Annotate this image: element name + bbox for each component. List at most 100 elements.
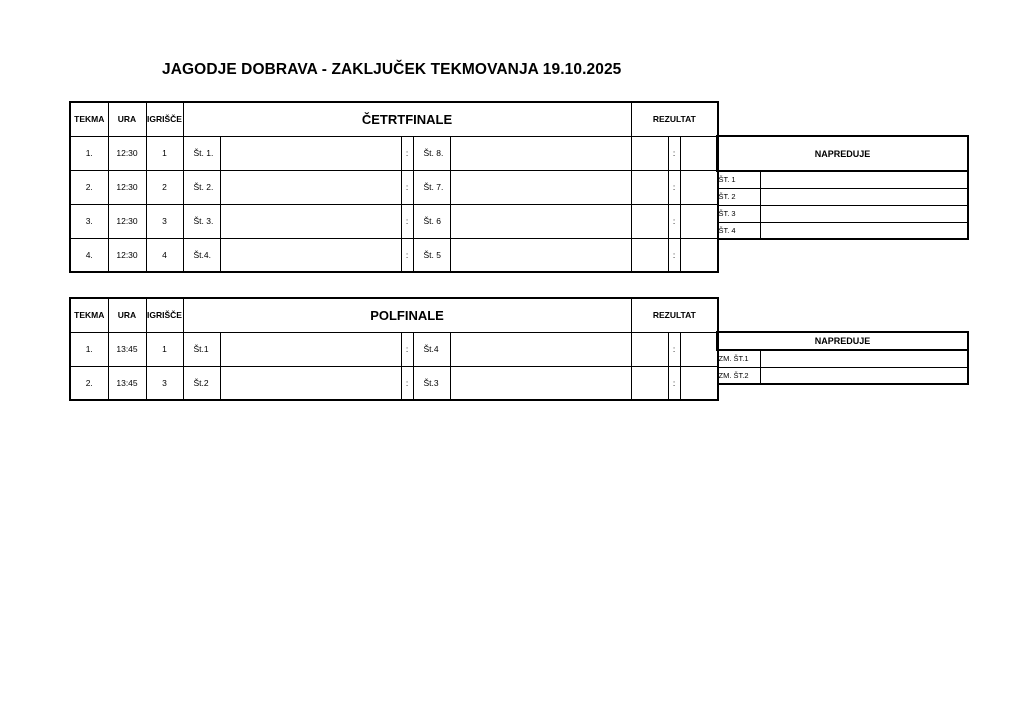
- score-1-cell[interactable]: [630, 237, 669, 273]
- match-number: 2.: [69, 365, 109, 401]
- team-1-name-cell[interactable]: [219, 365, 402, 401]
- match-time: 12:30: [107, 237, 147, 273]
- advances-value-cell[interactable]: [759, 170, 970, 189]
- score-1-cell[interactable]: [630, 365, 669, 401]
- match-time: 12:30: [107, 203, 147, 239]
- advances-value-cell[interactable]: [759, 349, 970, 368]
- team-2-name-cell[interactable]: [449, 237, 632, 273]
- score-separator: :: [667, 365, 681, 401]
- team-1-name-cell[interactable]: [219, 331, 402, 367]
- header-tekma: TEKMA: [69, 297, 109, 333]
- header-igrisce: IGRIŠČE: [145, 297, 184, 333]
- match-court: 4: [145, 237, 184, 273]
- team-1-name-cell[interactable]: [219, 203, 402, 239]
- score-1-cell[interactable]: [630, 169, 669, 205]
- header-ura: URA: [107, 297, 147, 333]
- separator: :: [400, 203, 414, 239]
- match-time: 12:30: [107, 169, 147, 205]
- team-2-name-cell[interactable]: [449, 169, 632, 205]
- team-2-label: Št. 8.: [412, 135, 451, 171]
- quarterfinal-table: TEKMA URA IGRIŠČE ČETRTFINALE REZULTAT 1…: [69, 101, 720, 273]
- match-number: 1.: [69, 331, 109, 367]
- score-separator: :: [667, 203, 681, 239]
- advances-label: ŠT. 1: [716, 170, 761, 189]
- separator: :: [400, 331, 414, 367]
- score-2-cell[interactable]: [679, 169, 720, 205]
- team-1-label: Št.2: [182, 365, 221, 401]
- stage-title: ČETRTFINALE: [182, 101, 632, 137]
- team-1-label: Št. 1.: [182, 135, 221, 171]
- advances-label: ZM. ŠT.1: [716, 349, 761, 368]
- team-2-label: Št. 5: [412, 237, 451, 273]
- score-2-cell[interactable]: [679, 237, 720, 273]
- header-ura: URA: [107, 101, 147, 137]
- table-row: 2. 13:45 3 Št.2 : Št.3 :: [69, 365, 720, 401]
- advances-heading: NAPREDUJE: [715, 135, 970, 172]
- advances-value-cell[interactable]: [759, 366, 970, 385]
- team-2-label: Št. 6: [412, 203, 451, 239]
- match-number: 4.: [69, 237, 109, 273]
- match-time: 13:45: [107, 365, 147, 401]
- match-court: 2: [145, 169, 184, 205]
- score-2-cell[interactable]: [679, 203, 720, 239]
- match-court: 1: [145, 331, 184, 367]
- semifinal-table: TEKMA URA IGRIŠČE POLFINALE REZULTAT 1. …: [69, 297, 720, 401]
- score-1-cell[interactable]: [630, 331, 669, 367]
- team-2-label: Št.3: [412, 365, 451, 401]
- table-row: 1. 12:30 1 Št. 1. : Št. 8. :: [69, 135, 720, 171]
- team-1-name-cell[interactable]: [219, 169, 402, 205]
- match-number: 2.: [69, 169, 109, 205]
- team-2-name-cell[interactable]: [449, 203, 632, 239]
- score-separator: :: [667, 169, 681, 205]
- separator: :: [400, 135, 414, 171]
- team-2-label: Št. 7.: [412, 169, 451, 205]
- score-separator: :: [667, 331, 681, 367]
- team-1-label: Št. 3.: [182, 203, 221, 239]
- semifinal-advances-table: NAPREDUJE ZM. ŠT.1 ZM. ŠT.2: [715, 331, 970, 385]
- team-2-label: Št.4: [412, 331, 451, 367]
- score-1-cell[interactable]: [630, 203, 669, 239]
- match-time: 13:45: [107, 331, 147, 367]
- score-2-cell[interactable]: [679, 135, 720, 171]
- advances-value-cell[interactable]: [759, 221, 970, 240]
- table-row: 3. 12:30 3 Št. 3. : Št. 6 :: [69, 203, 720, 239]
- team-2-name-cell[interactable]: [449, 135, 632, 171]
- score-separator: :: [667, 135, 681, 171]
- team-1-label: Št.1: [182, 331, 221, 367]
- advances-label: ŠT. 2: [716, 187, 761, 206]
- score-2-cell[interactable]: [679, 365, 720, 401]
- match-number: 3.: [69, 203, 109, 239]
- match-number: 1.: [69, 135, 109, 171]
- header-rezultat: REZULTAT: [630, 101, 720, 137]
- advances-label: ZM. ŠT.2: [716, 366, 761, 385]
- separator: :: [400, 237, 414, 273]
- table-row: 2. 12:30 2 Št. 2. : Št. 7. :: [69, 169, 720, 205]
- match-time: 12:30: [107, 135, 147, 171]
- stage-title: POLFINALE: [182, 297, 632, 333]
- team-2-name-cell[interactable]: [449, 331, 632, 367]
- team-1-name-cell[interactable]: [219, 237, 402, 273]
- page-title: JAGODJE DOBRAVA - ZAKLJUČEK TEKMOVANJA 1…: [162, 61, 622, 78]
- advances-value-cell[interactable]: [759, 187, 970, 206]
- advances-label: ŠT. 4: [716, 221, 761, 240]
- advances-value-cell[interactable]: [759, 204, 970, 223]
- header-igrisce: IGRIŠČE: [145, 101, 184, 137]
- table-header-row: TEKMA URA IGRIŠČE POLFINALE REZULTAT: [69, 297, 720, 333]
- table-header-row: TEKMA URA IGRIŠČE ČETRTFINALE REZULTAT: [69, 101, 720, 137]
- team-1-label: Št.4.: [182, 237, 221, 273]
- separator: :: [400, 169, 414, 205]
- match-court: 3: [145, 365, 184, 401]
- score-2-cell[interactable]: [679, 331, 720, 367]
- advances-label: ŠT. 3: [716, 204, 761, 223]
- separator: :: [400, 365, 414, 401]
- header-rezultat: REZULTAT: [630, 297, 720, 333]
- table-row: 4. 12:30 4 Št.4. : Št. 5 :: [69, 237, 720, 273]
- score-1-cell[interactable]: [630, 135, 669, 171]
- team-1-name-cell[interactable]: [219, 135, 402, 171]
- quarterfinal-advances-table: NAPREDUJE ŠT. 1 ŠT. 2 ŠT. 3 ŠT. 4: [715, 135, 970, 240]
- match-court: 1: [145, 135, 184, 171]
- team-2-name-cell[interactable]: [449, 365, 632, 401]
- match-court: 3: [145, 203, 184, 239]
- advances-heading: NAPREDUJE: [715, 331, 970, 351]
- header-tekma: TEKMA: [69, 101, 109, 137]
